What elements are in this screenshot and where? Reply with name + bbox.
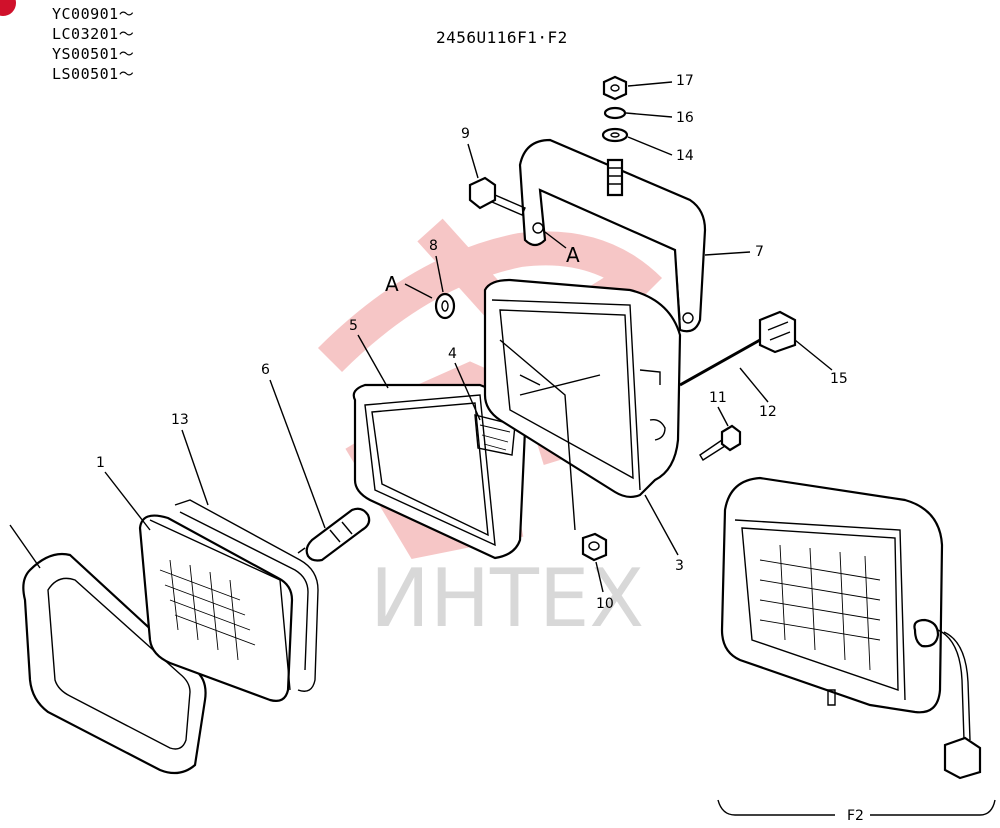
- serial-number-list: YC00901～ LC03201～ YS00501～ LS00501～: [52, 4, 134, 84]
- leader-line: [404, 283, 433, 299]
- leader-line: [544, 231, 567, 249]
- stud-and-fasteners: [601, 75, 629, 197]
- callout-9: 9: [461, 126, 470, 142]
- bolt-9: [468, 176, 526, 216]
- reference-label: A: [566, 243, 580, 267]
- watermark-text: ИНТЕХ: [370, 552, 644, 645]
- leader-line: [794, 339, 833, 371]
- leader-line: [644, 494, 679, 556]
- screw-11: [699, 424, 742, 461]
- corner-mark: [0, 0, 16, 16]
- leader-line: [357, 334, 389, 389]
- callout-12: 12: [759, 404, 777, 420]
- assembled-lamp-f2: [720, 476, 982, 780]
- leader-line: [269, 379, 326, 529]
- callout-8: 8: [429, 238, 438, 254]
- leader-line: [625, 112, 673, 118]
- callout-1: 1: [96, 455, 105, 471]
- callout-5: 5: [349, 318, 358, 334]
- serial-number: YS00501～: [52, 45, 135, 63]
- serial-number: LS00501～: [52, 65, 135, 83]
- front-bezel: [9, 524, 207, 775]
- callouts: 1 3 4 5 6 7 8 9 10 11 12 13 14 15 16 17: [96, 73, 848, 612]
- lens: [138, 514, 294, 702]
- leader-line: [627, 136, 673, 156]
- gasket: [174, 499, 319, 692]
- callout-6: 6: [261, 362, 270, 378]
- nut-10: [581, 532, 608, 562]
- f2-bracket-line: [717, 799, 996, 816]
- callout-15: 15: [830, 371, 848, 387]
- drawing-code: 2456U116F1·F2: [436, 28, 568, 47]
- leader-line: [627, 81, 673, 87]
- serial-number: YC00901～: [52, 5, 135, 23]
- leader-line: [435, 255, 444, 293]
- cable-and-connector: [679, 310, 797, 387]
- reflector: [352, 383, 527, 560]
- callout-16: 16: [676, 110, 694, 126]
- serial-number: LC03201～: [52, 25, 135, 43]
- callout-13: 13: [171, 412, 189, 428]
- callout-4: 4: [448, 346, 457, 362]
- bulb: [297, 507, 371, 562]
- leader-line: [181, 429, 209, 506]
- leader-line: [467, 143, 479, 179]
- leader-line: [454, 362, 481, 421]
- reference-label: A: [385, 272, 399, 296]
- callout-14: 14: [676, 148, 694, 164]
- leader-line: [717, 406, 729, 427]
- callout-10: 10: [596, 596, 614, 612]
- callout-7: 7: [755, 244, 764, 260]
- mounting-bracket: [518, 138, 707, 333]
- callout-3: 3: [675, 558, 684, 574]
- lamp-housing: [483, 278, 682, 531]
- leader-line: [704, 251, 751, 256]
- section-label-f2: F2: [847, 808, 864, 824]
- callout-11: 11: [709, 390, 727, 406]
- leader-line: [595, 561, 604, 593]
- washer-8: [434, 292, 456, 320]
- callout-17: 17: [676, 73, 694, 89]
- leader-line: [104, 471, 151, 531]
- leader-line: [739, 367, 769, 403]
